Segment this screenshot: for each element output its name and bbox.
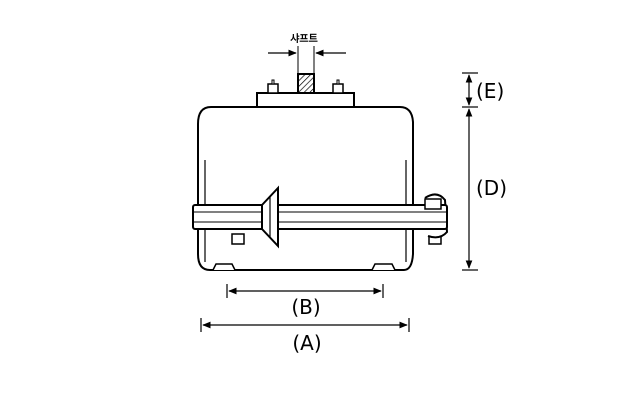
foot-left — [212, 263, 236, 271]
housing — [197, 106, 414, 271]
dimension-e: (E) — [462, 72, 504, 108]
shaft-label: 샤프트 — [290, 32, 318, 45]
dim-a-label: (A) — [292, 331, 321, 355]
dimension-b: (B) — [226, 284, 384, 319]
top-bolt-left-stud — [271, 79, 275, 85]
dim-b-label: (B) — [291, 295, 320, 319]
top-bolt-left — [267, 83, 279, 94]
manual-handle-bar — [192, 204, 448, 230]
mounting-base — [256, 92, 355, 108]
lower-bolt-left — [231, 233, 245, 245]
foot-right — [371, 263, 396, 271]
top-bolt-right — [332, 83, 344, 94]
handwheel-hub-bolt — [424, 198, 442, 210]
top-bolt-right-stud — [336, 79, 340, 85]
dimension-a: (A) — [200, 318, 410, 355]
dimension-d: (D) — [462, 108, 507, 271]
shaft — [297, 73, 315, 94]
shaft-callout: 샤프트 — [268, 32, 346, 74]
actuator — [192, 73, 449, 271]
dim-e-label: (E) — [476, 79, 504, 103]
dim-d-label: (D) — [476, 176, 507, 200]
